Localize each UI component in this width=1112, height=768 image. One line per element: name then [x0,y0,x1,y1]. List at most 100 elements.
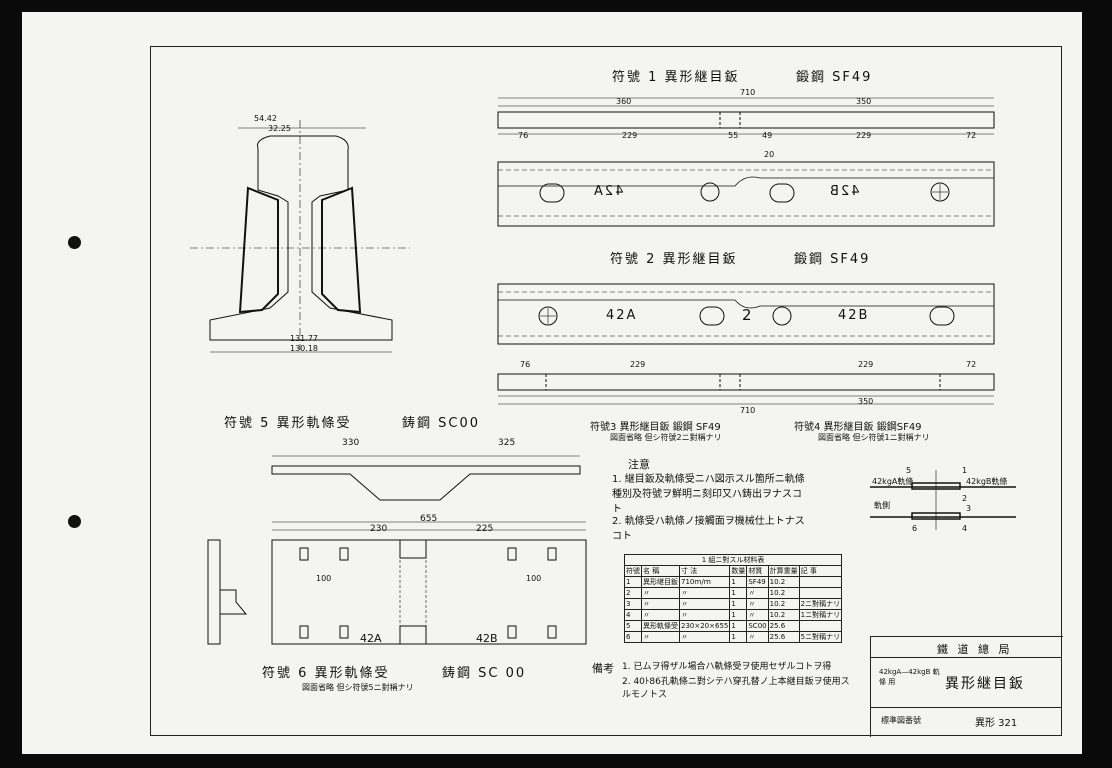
title-org: 鐵 道 總 局 [937,643,1013,656]
dim-total-top: 710 [740,88,756,97]
dim-20: 20 [764,150,775,159]
table-header-cell: 寸 法 [678,565,731,577]
rail-cross-section [190,120,410,353]
dim-100-b: 100 [526,574,542,583]
table-cell: 〃 [746,631,769,643]
dim-230: 230 [370,524,388,534]
plate1-side-view [497,97,995,135]
table-cell: 2 [624,587,642,599]
dim-655: 655 [420,514,438,524]
dim-49: 49 [762,131,773,140]
rail-width-2: 32.25 [268,124,291,133]
table-cell: SF49 [746,576,769,588]
table-cell [798,576,843,588]
dim-72: 72 [966,131,977,140]
dim-225: 225 [476,524,494,534]
table-cell: 6 [624,631,642,643]
title-block: 鐵 道 總 局 42kgA—42kgB 軌 條 用 異形継目鈑 標準図番號 異形… [870,636,1063,737]
table-header-cell: 計算重量 [767,565,800,577]
table-cell: 2ニ對稱ナリ [798,598,843,610]
table-cell: 〃 [746,587,769,599]
table-cell: SC00 [746,620,769,632]
dim-100: 100 [316,574,332,583]
dim-76-b: 76 [520,360,531,369]
table-cell: 〃 [678,631,731,643]
table-header-cell: 材質 [746,565,769,577]
table-cell: 〃 [678,587,731,599]
key-label-a: 42kgA軌條 [872,477,914,486]
table-cell: 〃 [641,609,680,621]
rail-seat-plan [271,521,587,645]
dim-330: 330 [342,438,360,448]
std-label: 標準図番號 [881,716,921,725]
seat-mark-42b: 42B [476,632,498,645]
table-cell: 異形軌條受 [641,620,680,632]
std-number: 異形 321 [975,718,1018,729]
drawing-sheet [22,12,1082,754]
key-num-2: 2 [962,494,968,503]
view2-title: 符號 2 異形継目鈑 [610,252,738,267]
table-cell: 5ニ對稱ナリ [798,631,843,643]
key-label-b: 42kgB軌條 [966,477,1008,486]
table-cell: 〃 [746,598,769,610]
table-cell: 〃 [746,609,769,621]
rail-base-1: 131.77 [290,334,318,343]
key-num-6: 6 [912,524,918,533]
table-cell: 10.2 [767,587,800,599]
table-cell: 5 [624,620,642,632]
dim-right: 350 [856,97,872,106]
note-2: 2. 軌條受ハ軌條ノ接觸面ヲ機械仕上トナスコト [612,516,805,542]
table-cell: 25.6 [767,620,800,632]
seat-mark-42a: 42A [360,632,382,645]
table-cell: 〃 [641,598,680,610]
dim-total-bottom: 710 [740,406,756,415]
plate2-mark-42b: 42B [838,308,870,323]
view6-material: 鋳鋼 SC 00 [442,666,527,681]
table-header-cell: 符號 [624,565,642,577]
table-cell [798,587,843,599]
table-cell: 710ｍ/ｍ [678,576,731,588]
remark-2: 2. 40ﾄ86孔軌條ニ對シテハ穿孔替ノ上本継目鈑ヲ使用スルモノトス [622,677,850,700]
view1-material: 鍛鋼 SF49 [796,70,873,85]
notes-heading: 注意 [628,458,650,471]
table-cell: 10.2 [767,576,800,588]
table-header-cell: 名 稱 [641,565,680,577]
table-cell: 〃 [641,631,680,643]
plate2-mark-42a: 42A [606,308,638,323]
key-num-4: 4 [962,524,968,533]
table-cell: 230×20×655 [678,620,731,632]
table-cell: 1 [729,598,748,610]
note-1: 1. 継目鈑及軌條受ニハ図示スル箇所ニ軌條種別及符號ヲ鮮明ニ刻印又ハ鋳出ヲナスコ… [612,474,805,515]
key-num-1: 1 [962,466,968,475]
plate2-mark-2: 2 [742,306,754,324]
table-cell: 〃 [641,587,680,599]
remarks-label: 備考 [592,662,614,675]
table-header-row: 符號 名 稱 寸 法 数量 材質 計算重量 記 事 [624,565,843,577]
view4-subtitle: 図面省略 但シ符號1ニ對稱ナリ [818,433,930,442]
dim-229-d: 229 [858,360,874,369]
dim-229-b: 229 [856,131,872,140]
table-cell: 異形継目鈑 [641,576,680,588]
rail-base-2: 130.18 [290,344,318,353]
parts-table-title: 1 組ニ對スル材料表 [623,554,843,566]
table-cell: 〃 [678,609,731,621]
dim-55: 55 [728,131,739,140]
key-num-3: 3 [966,504,972,513]
table-cell: 1 [624,576,642,588]
view5-title: 符號 5 異形軌條受 [224,416,352,431]
view2-material: 鍛鋼 SF49 [794,252,871,267]
rail-seat-end-view [207,539,248,645]
table-cell: 3 [624,598,642,610]
plate1-face-view [497,161,995,227]
table-cell: 25.6 [767,631,800,643]
table-cell: 1 [729,609,748,621]
view5-material: 鋳鋼 SC00 [402,416,481,431]
rail-seat-elevation [271,455,581,501]
view6-title: 符號 6 異形軌條受 [262,666,390,681]
